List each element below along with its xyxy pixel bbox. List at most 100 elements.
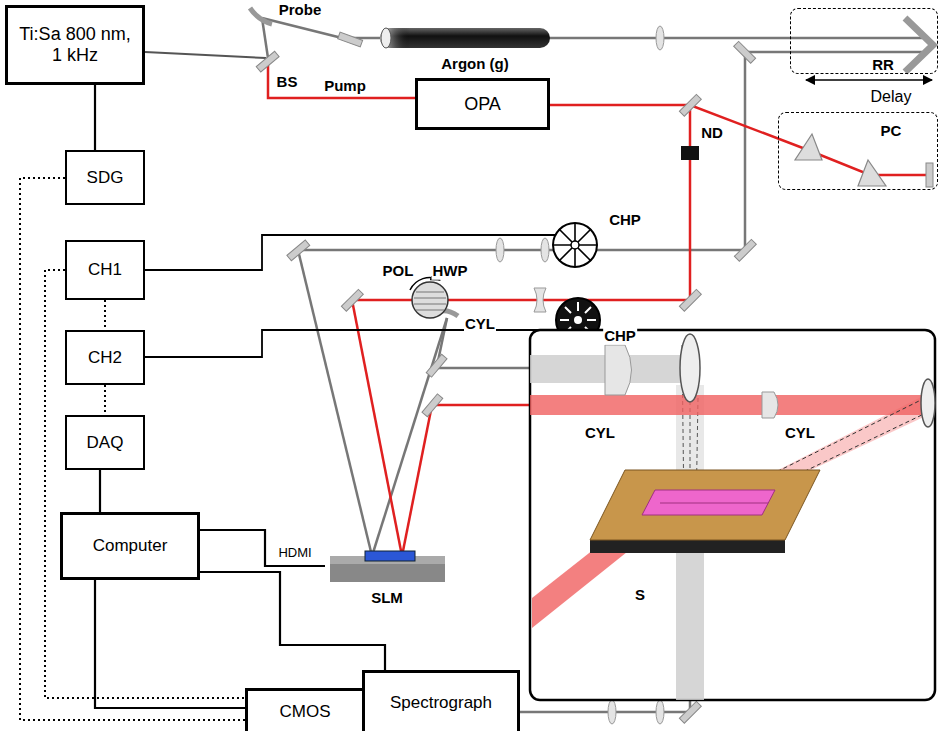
probe-beam — [372, 318, 447, 556]
spectrograph-box: Spectrograph — [362, 670, 520, 731]
argon-cell — [380, 28, 550, 48]
probe-beam — [298, 250, 372, 556]
mirror — [679, 94, 701, 116]
sample-inset — [921, 379, 935, 427]
polarizer-waveplate — [414, 292, 446, 310]
pump-beam — [352, 299, 690, 302]
signal-cable — [94, 85, 96, 150]
chopper-wire — [145, 235, 555, 270]
probe-beam — [298, 249, 745, 252]
part-label: CYL — [784, 425, 816, 442]
node-label: CH1 — [88, 260, 122, 280]
lens — [534, 288, 546, 312]
lens — [608, 700, 616, 724]
part-label: CHP — [608, 212, 642, 229]
mirror — [426, 354, 447, 377]
chopper-wheel — [553, 223, 597, 267]
part-label: HWP — [432, 263, 469, 280]
prism-compressor-box: PC — [778, 112, 938, 190]
probe-beam — [437, 367, 530, 370]
lens — [541, 238, 549, 262]
trigger-line — [104, 300, 106, 330]
curved-mirror — [250, 8, 272, 24]
mirror — [926, 163, 933, 187]
node-label: Ti:Sa 800 nm, 1 kHz — [16, 24, 134, 65]
prism-compressor — [795, 134, 886, 186]
probe-beam — [745, 51, 922, 54]
node-label: CH2 — [88, 348, 122, 368]
sample-inset — [642, 490, 775, 515]
part-label: S — [634, 587, 646, 604]
pump-beam — [550, 105, 930, 175]
polarizer-waveplate — [410, 278, 448, 318]
computer-box: Computer — [60, 512, 200, 580]
mirror — [256, 51, 279, 72]
chopper-wheel — [553, 223, 600, 342]
mirror — [422, 394, 443, 417]
chopper-wire — [145, 330, 557, 357]
mirror — [679, 701, 701, 723]
argon-cell — [380, 28, 550, 48]
slm-device — [330, 551, 445, 582]
prism-compressor — [858, 160, 886, 186]
mirror — [287, 240, 310, 261]
polarizer-waveplate — [412, 282, 448, 318]
prism-compressor — [795, 134, 822, 160]
curved-mirror — [250, 8, 458, 316]
part-label: POL — [382, 263, 415, 280]
node-label: CMOS — [280, 702, 331, 722]
probe-beam — [145, 52, 266, 58]
mirror — [734, 239, 756, 261]
part-label: Probe — [278, 2, 323, 19]
chopper-wheel — [571, 241, 579, 249]
node-label: Computer — [93, 536, 168, 556]
sample-inset — [530, 330, 935, 700]
laser-box: Ti:Sa 800 nm, 1 kHz — [5, 5, 145, 85]
lens — [656, 700, 664, 724]
sample-inset — [530, 395, 928, 415]
argon-cell — [381, 28, 391, 48]
part-label: BS — [276, 74, 299, 91]
sample-inset — [590, 540, 785, 553]
chopper-wheel — [553, 223, 597, 267]
device-box: DAQ — [65, 415, 145, 470]
pump-beam — [432, 404, 530, 407]
part-label: Argon (g) — [440, 56, 509, 73]
device-box: CH2 — [65, 330, 145, 385]
signal-cable — [99, 470, 101, 512]
camera-box: CMOS — [245, 688, 365, 731]
mirror — [679, 289, 701, 311]
opa-box: OPA — [415, 78, 550, 130]
retroreflector — [806, 18, 933, 80]
delay-stage: RRDelay — [790, 8, 938, 74]
node-label: PC — [881, 122, 902, 139]
node-label: OPA — [464, 94, 501, 115]
sample-inset — [676, 553, 704, 700]
node-label: SDG — [87, 168, 124, 188]
node-label: Delay — [871, 88, 912, 106]
sample-inset — [762, 392, 778, 418]
trigger-line — [45, 270, 245, 698]
sample-inset — [590, 470, 820, 540]
argon-cell — [380, 28, 440, 48]
trigger-line — [20, 178, 245, 720]
lens — [656, 26, 664, 50]
sample-inset — [680, 334, 700, 402]
sample-inset — [530, 330, 935, 700]
pump-beam — [268, 62, 415, 98]
trigger-line — [104, 385, 106, 415]
mirror — [341, 289, 363, 311]
mirror — [338, 32, 363, 47]
node-label: RR — [872, 56, 894, 73]
device-box: CH1 — [65, 240, 145, 300]
pump-beam — [352, 300, 402, 556]
signal-cable — [200, 530, 325, 566]
pump-beam — [402, 405, 432, 556]
cable-label: HDMI — [276, 546, 313, 560]
part-label: CYL — [464, 316, 496, 333]
node-label: DAQ — [87, 433, 124, 453]
pump-beam — [689, 105, 692, 300]
device-box: SDG — [65, 150, 145, 205]
part-label: ND — [700, 125, 724, 142]
